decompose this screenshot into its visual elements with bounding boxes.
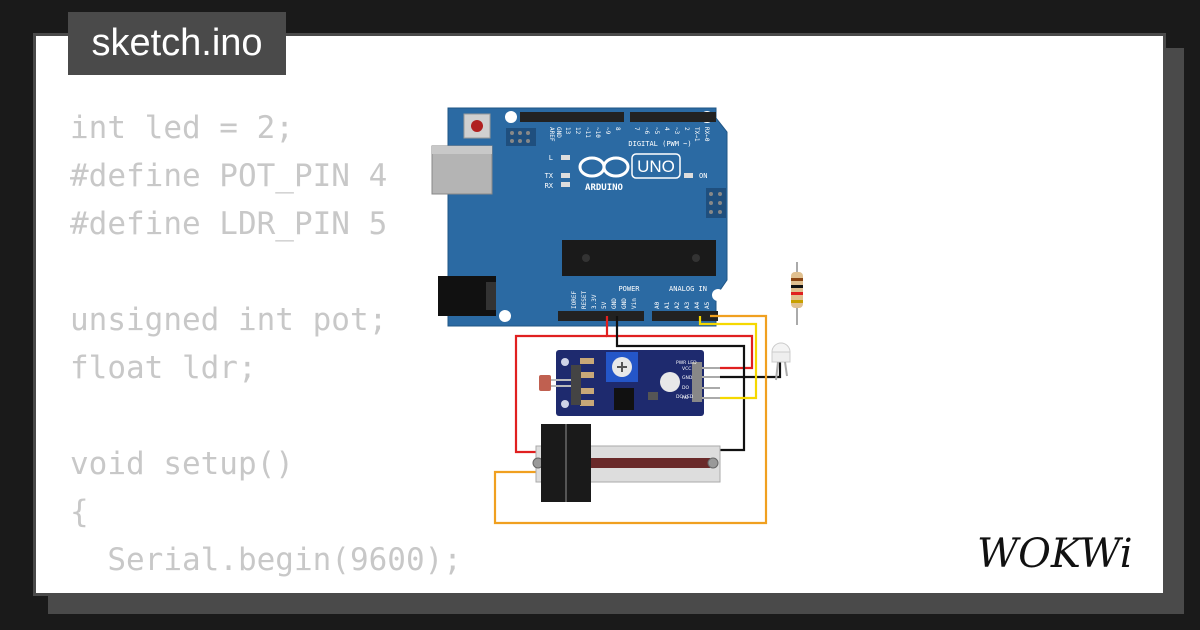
code-line: pinMode(led, OUTPUT); — [70, 584, 499, 593]
pwr-led-label: PWR LED — [676, 360, 697, 366]
pin-label: GND — [555, 127, 562, 138]
resistor[interactable] — [791, 262, 803, 325]
pin-label: A1 — [664, 301, 671, 309]
code-line: void setup() — [70, 446, 294, 482]
pin-label: ~10 — [594, 127, 601, 138]
code-line: { — [70, 494, 89, 530]
led-l-label: L — [549, 154, 553, 162]
pin-label: RESET — [581, 291, 588, 309]
pin-label: ~3 — [673, 127, 680, 135]
pin-label: 2 — [683, 127, 690, 131]
pin-label: GND — [611, 298, 618, 309]
code-preview: int led = 2; #define POT_PIN 4 #define LDR… — [70, 104, 499, 593]
pin-label: ~6 — [643, 127, 650, 135]
pin-label: ~5 — [653, 127, 660, 135]
pin-label: 3.3V — [591, 294, 598, 309]
pin-label: VCC — [682, 366, 691, 372]
slide-potentiometer[interactable] — [532, 424, 721, 502]
pin-label: 13 — [564, 127, 571, 135]
code-line: float ldr; — [70, 350, 257, 386]
ldr-sensor-module[interactable]: PWR LED DO LED VCC GND DO AO — [539, 350, 720, 416]
led-rx-label: RX — [545, 182, 554, 190]
wokwi-logo: WOKWi — [977, 531, 1133, 577]
pin-label: GND — [621, 298, 628, 309]
pin-label: A3 — [684, 301, 691, 309]
circuit-diagram: UNO ARDUINO DIGITAL (PWM ~) POWER ANALOG… — [431, 107, 803, 525]
pin-label: ~11 — [584, 127, 591, 138]
code-line: unsigned int pot; — [70, 302, 388, 338]
code-line: #define LDR_PIN 5 — [70, 206, 388, 242]
file-tab[interactable]: sketch.ino — [68, 12, 286, 75]
pin-label: AREF — [548, 127, 555, 142]
analog-header-label: ANALOG IN — [669, 285, 707, 293]
code-line: #define POT_PIN 4 — [70, 158, 388, 194]
led-on-label: ON — [699, 172, 707, 180]
pin-label: 12 — [574, 127, 581, 135]
led-tx-label: TX — [545, 172, 554, 180]
pin-label: GND — [682, 375, 693, 381]
board-brand-label: ARDUINO — [585, 183, 624, 193]
pin-label: DO — [682, 385, 689, 391]
pin-label: A0 — [654, 301, 661, 309]
pin-label: A4 — [694, 301, 701, 309]
pin-label: 5V — [601, 301, 608, 309]
board-model-label: UNO — [637, 157, 675, 176]
pin-label: 8 — [614, 127, 621, 131]
arduino-logo — [578, 153, 681, 179]
pin-label: Vin — [631, 298, 638, 309]
pin-label: A2 — [674, 301, 681, 309]
digital-header-label: DIGITAL (PWM ~) — [628, 140, 691, 148]
pin-label: AO — [682, 395, 689, 401]
pin-label: ~9 — [604, 127, 611, 135]
pin-label: IOREF — [571, 291, 578, 309]
wokwi-wordmark: WOKWi — [977, 531, 1133, 577]
pin-label: 4 — [663, 127, 670, 131]
do-led-label: DO LED — [676, 394, 694, 400]
code-line: Serial.begin(9600); — [70, 542, 462, 578]
pin-label: A5 — [704, 301, 711, 309]
pin-label: RX←0 — [703, 127, 710, 142]
wires — [493, 314, 782, 525]
code-line: int led = 2; — [70, 110, 294, 146]
pin-label: TX→1 — [693, 127, 700, 142]
power-header-label: POWER — [618, 285, 640, 293]
arduino-uno-board[interactable]: UNO ARDUINO DIGITAL (PWM ~) POWER ANALOG… — [431, 107, 728, 327]
pin-label: 7 — [633, 127, 640, 131]
led[interactable] — [771, 342, 791, 381]
